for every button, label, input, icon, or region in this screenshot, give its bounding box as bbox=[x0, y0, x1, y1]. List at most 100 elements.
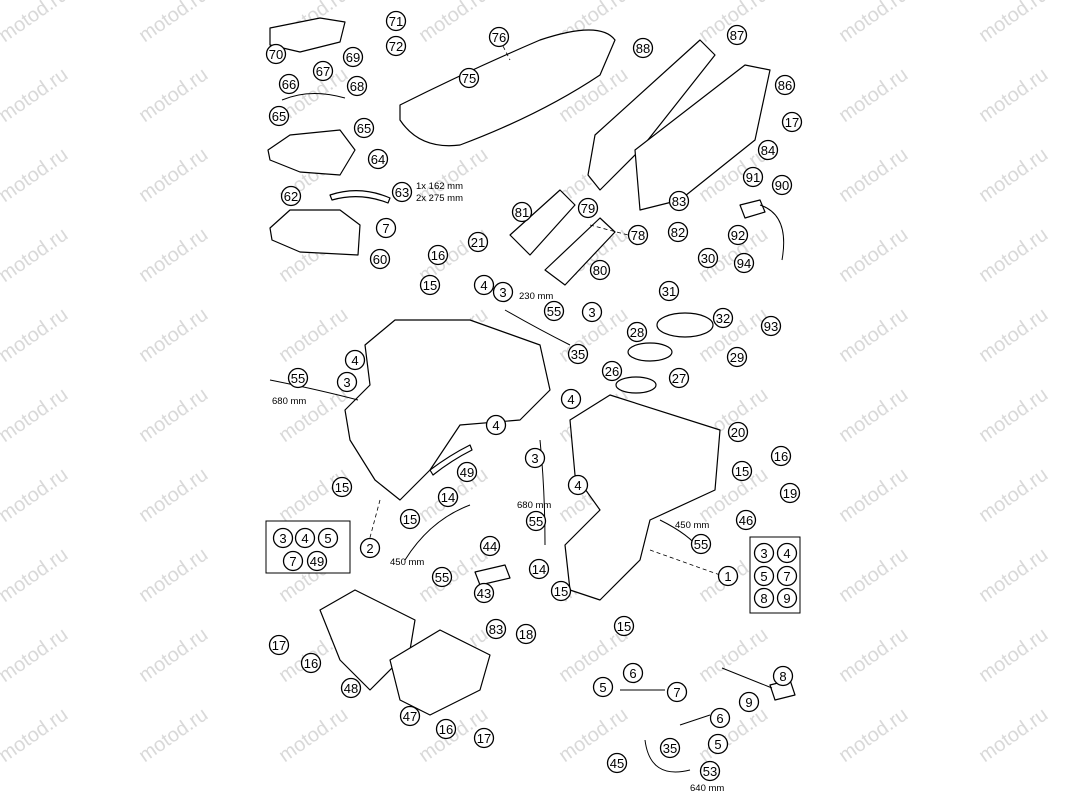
callout-circle bbox=[300, 652, 322, 674]
watermark-text: motod.ru bbox=[135, 624, 212, 687]
callout-circle bbox=[342, 46, 364, 68]
callout-circle bbox=[632, 37, 654, 59]
watermark-text: motod.ru bbox=[0, 0, 72, 47]
callout-88: 88 bbox=[632, 37, 654, 59]
callout-17: 17 bbox=[473, 727, 495, 749]
callout-circle bbox=[268, 105, 290, 127]
callout-4: 4 bbox=[344, 349, 366, 371]
callout-circle bbox=[760, 315, 782, 337]
callout-number: 79 bbox=[581, 201, 595, 216]
dim-680-center: 680 mm bbox=[517, 500, 551, 511]
hose-640 bbox=[644, 739, 691, 773]
callout-number: 47 bbox=[403, 709, 417, 724]
callout-number: 16 bbox=[439, 722, 453, 737]
callout-8: 8 bbox=[753, 587, 775, 609]
callout-number: 71 bbox=[389, 14, 403, 29]
callout-number: 75 bbox=[462, 71, 476, 86]
part-cover-70 bbox=[269, 17, 346, 53]
callout-circle bbox=[427, 244, 449, 266]
watermark-text: motod.ru bbox=[415, 0, 492, 47]
callout-circle bbox=[272, 527, 294, 549]
callout-16: 16 bbox=[770, 445, 792, 467]
part-valve-43 bbox=[474, 564, 511, 586]
callout-16: 16 bbox=[427, 244, 449, 266]
callout-80: 80 bbox=[589, 259, 611, 281]
part-ring-26 bbox=[615, 376, 657, 394]
callout-circle bbox=[467, 231, 489, 253]
dim-63-b: 2x 275 mm bbox=[416, 193, 463, 204]
callout-circle bbox=[771, 174, 793, 196]
watermark-text: motod.ru bbox=[0, 464, 72, 527]
callout-number: 3 bbox=[531, 451, 538, 466]
watermark-text: motod.ru bbox=[835, 144, 912, 207]
callout-circle bbox=[492, 281, 514, 303]
watermark-text: motod.ru bbox=[135, 304, 212, 367]
callout-circle bbox=[344, 349, 366, 371]
part-tank-front-2 bbox=[344, 319, 551, 501]
callout-47: 47 bbox=[399, 705, 421, 727]
watermark-text: motod.ru bbox=[835, 384, 912, 447]
callout-4: 4 bbox=[294, 527, 316, 549]
callout-number: 16 bbox=[774, 449, 788, 464]
callout-number: 43 bbox=[477, 586, 491, 601]
callout-circle bbox=[567, 474, 589, 496]
watermark-text: motod.ru bbox=[975, 224, 1052, 287]
callout-9: 9 bbox=[776, 587, 798, 609]
callout-circle bbox=[697, 247, 719, 269]
part-strip-63 bbox=[329, 190, 391, 204]
watermark-text: motod.ru bbox=[975, 144, 1052, 207]
callout-number: 65 bbox=[272, 109, 286, 124]
callout-circle bbox=[726, 346, 748, 368]
part-bracket-60 bbox=[269, 209, 361, 256]
callout-number: 20 bbox=[731, 425, 745, 440]
watermark-text: motod.ru bbox=[135, 704, 212, 767]
callout-circle bbox=[668, 367, 690, 389]
callout-5: 5 bbox=[707, 733, 729, 755]
callout-circle bbox=[524, 447, 546, 469]
part-seal-27 bbox=[627, 342, 673, 362]
callout-circle bbox=[781, 111, 803, 133]
callout-number: 5 bbox=[760, 569, 767, 584]
leader-2 bbox=[367, 499, 381, 546]
callout-circle bbox=[567, 343, 589, 365]
callout-62: 62 bbox=[280, 185, 302, 207]
part-wire-90 bbox=[759, 204, 785, 261]
callout-3: 3 bbox=[336, 371, 358, 393]
callout-circle bbox=[606, 752, 628, 774]
callout-circle bbox=[735, 509, 757, 531]
callout-number: 83 bbox=[489, 622, 503, 637]
callout-number: 14 bbox=[532, 562, 546, 577]
callout-81: 81 bbox=[511, 201, 533, 223]
callout-55: 55 bbox=[543, 300, 565, 322]
callout-number: 55 bbox=[435, 570, 449, 585]
callout-number: 27 bbox=[672, 371, 686, 386]
callout-55: 55 bbox=[525, 510, 547, 532]
callout-circle bbox=[753, 565, 775, 587]
callout-number: 80 bbox=[593, 263, 607, 278]
watermark-text: motod.ru bbox=[275, 304, 352, 367]
callout-15: 15 bbox=[419, 274, 441, 296]
callout-44: 44 bbox=[479, 535, 501, 557]
callout-number: 3 bbox=[588, 305, 595, 320]
callout-number: 16 bbox=[431, 248, 445, 263]
watermark-text: motod.ru bbox=[135, 0, 212, 47]
callout-circle bbox=[485, 618, 507, 640]
callout-circle bbox=[280, 185, 302, 207]
part-tank-rear-1 bbox=[564, 394, 721, 601]
watermark-text: motod.ru bbox=[835, 704, 912, 767]
callout-number: 4 bbox=[301, 531, 308, 546]
watermark-text: motod.ru bbox=[0, 224, 72, 287]
callout-number: 17 bbox=[272, 638, 286, 653]
callout-70: 70 bbox=[265, 43, 287, 65]
watermark-text: motod.ru bbox=[975, 0, 1052, 47]
callout-circle bbox=[473, 582, 495, 604]
callout-circle bbox=[419, 274, 441, 296]
callout-number: 55 bbox=[547, 304, 561, 319]
callout-circle bbox=[473, 274, 495, 296]
watermark-text: motod.ru bbox=[975, 384, 1052, 447]
callout-49: 49 bbox=[306, 550, 328, 572]
callout-number: 64 bbox=[371, 152, 385, 167]
callout-31: 31 bbox=[658, 280, 680, 302]
callout-circle bbox=[399, 705, 421, 727]
part-strip-49 bbox=[429, 444, 473, 476]
